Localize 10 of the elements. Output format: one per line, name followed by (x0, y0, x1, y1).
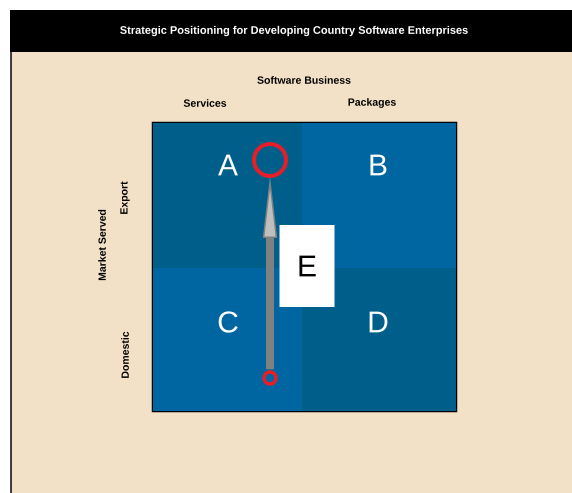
axis-title: Software Business (257, 76, 351, 84)
marker-circle (252, 142, 288, 178)
column-label: Services (184, 99, 226, 107)
axis-title: Market Served (98, 210, 106, 280)
column-label: Packages (348, 98, 396, 108)
marker-circle (262, 370, 278, 386)
title-bar: Strategic Positioning for Developing Country Software Enterprises (10, 10, 572, 52)
row-label: Domestic (121, 332, 129, 378)
row-label: Export (120, 182, 130, 214)
label-box: E (280, 225, 334, 307)
